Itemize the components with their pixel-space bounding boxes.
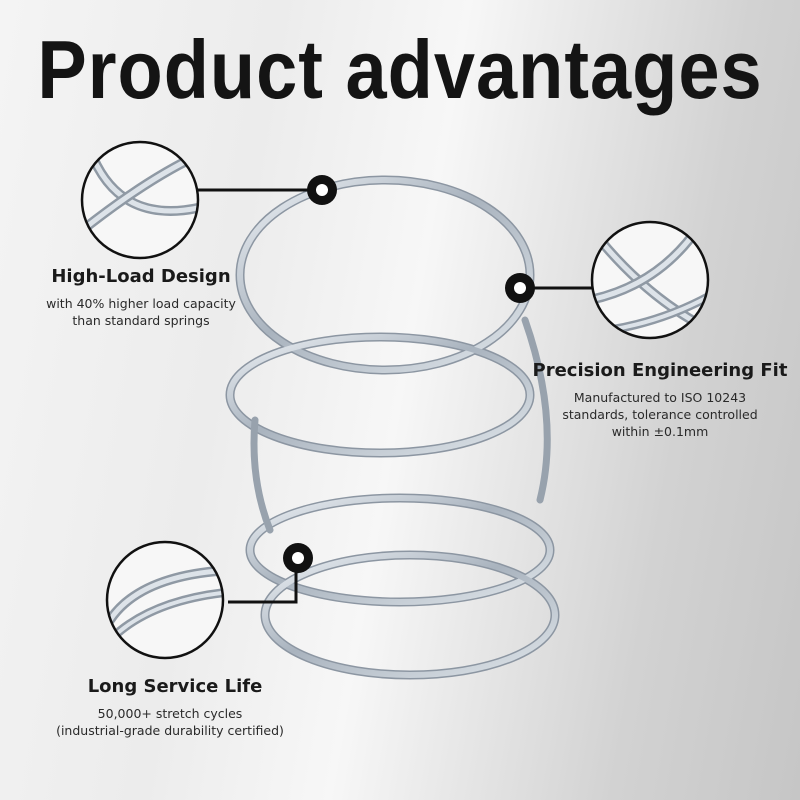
feature-description-line: with 40% higher load capacity bbox=[46, 296, 236, 311]
zoom-circle-precision-fit bbox=[590, 220, 710, 340]
feature-heading-high-load: High-Load Design bbox=[51, 266, 231, 287]
zoom-circle-service-life bbox=[105, 540, 225, 660]
feature-heading-precision-fit: Precision Engineering Fit bbox=[532, 360, 788, 381]
feature-description-line: standards, tolerance controlled bbox=[562, 407, 758, 422]
zoom-circle-high-load bbox=[80, 140, 200, 260]
feature-description-line: than standard springs bbox=[72, 313, 210, 328]
spring-coils bbox=[225, 175, 560, 680]
feature-description-precision-fit: Manufactured to ISO 10243 standards, tol… bbox=[530, 389, 790, 440]
feature-description-line: (industrial-grade durability certified) bbox=[56, 723, 284, 738]
feature-heading-service-life: Long Service Life bbox=[87, 676, 263, 697]
marker-dots bbox=[283, 175, 535, 573]
marker-dot-precision-fit bbox=[505, 273, 535, 303]
marker-dot-high-load bbox=[307, 175, 337, 205]
feature-description-line: Manufactured to ISO 10243 bbox=[573, 390, 747, 405]
page-title: Product advantages bbox=[37, 22, 763, 116]
marker-dot-service-life bbox=[283, 543, 313, 573]
feature-description-line: within ±0.1mm bbox=[611, 424, 709, 439]
feature-description-line: 50,000+ stretch cycles bbox=[97, 706, 243, 721]
feature-description-high-load: with 40% higher load capacity than stand… bbox=[6, 295, 276, 329]
feature-description-service-life: 50,000+ stretch cycles (industrial-grade… bbox=[20, 705, 320, 739]
